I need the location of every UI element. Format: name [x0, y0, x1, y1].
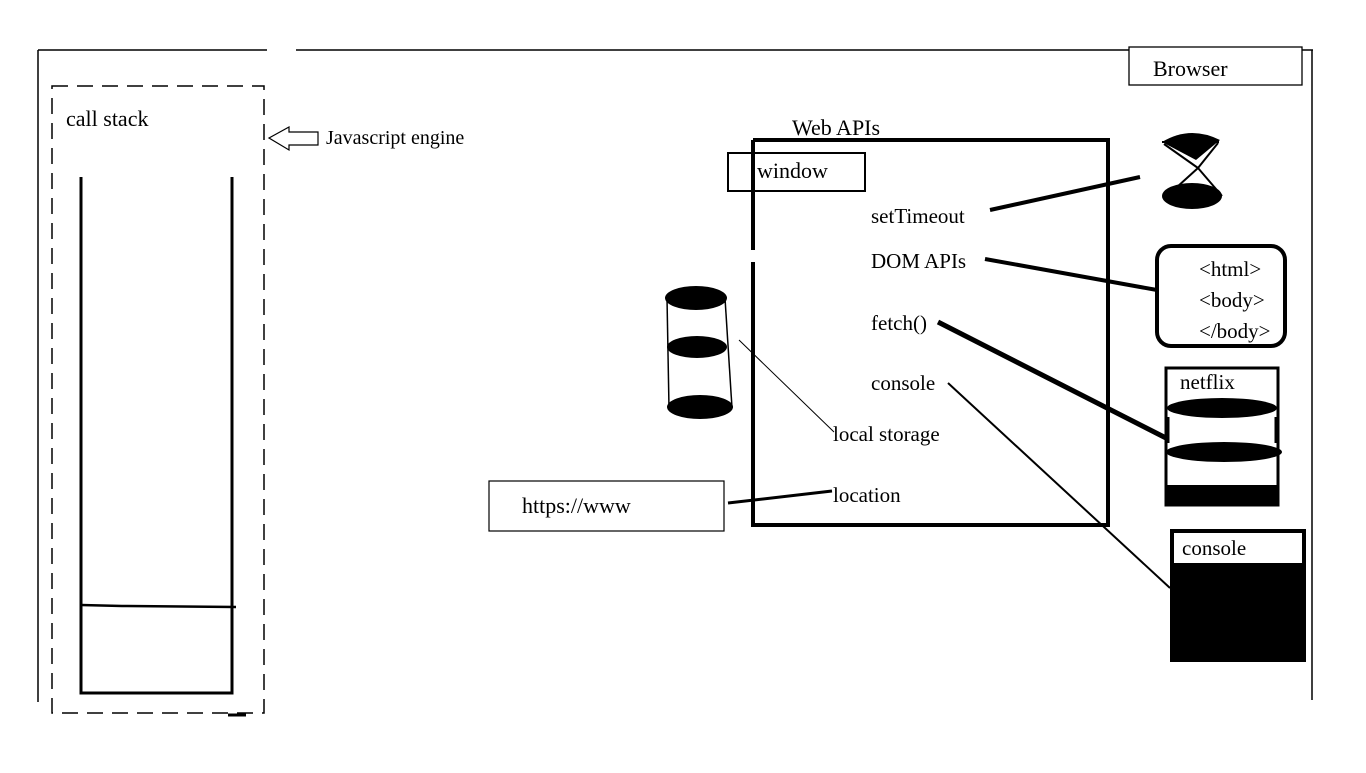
call-stack: [79, 177, 237, 695]
fetch-label: fetch(): [871, 311, 927, 335]
local-storage-connector: [738, 339, 835, 433]
database-icon: [665, 286, 733, 419]
set-timeout-connector: [989, 175, 1141, 212]
console-connector: [947, 382, 1171, 589]
location-connector: [727, 489, 833, 505]
html-line-1: <html>: [1199, 257, 1261, 281]
web-apis-box: [751, 138, 1110, 527]
console-panel: console: [1170, 529, 1306, 662]
browser-label-box: Browser: [1128, 46, 1303, 86]
call-stack-frame: [80, 603, 237, 609]
dom-apis-label: DOM APIs: [871, 249, 966, 273]
hourglass-icon: [1162, 132, 1223, 209]
url-box: https://www: [488, 480, 725, 532]
javascript-engine-box: [51, 85, 265, 717]
netflix-box: netflix: [1164, 366, 1282, 507]
window-label: window: [757, 158, 828, 183]
local-storage-label: local storage: [833, 422, 940, 446]
browser-frame: [37, 49, 1313, 702]
call-stack-label: call stack: [66, 106, 148, 131]
web-apis-title: Web APIs: [792, 115, 880, 140]
browser-label: Browser: [1153, 56, 1228, 81]
location-label: location: [833, 483, 901, 507]
dom-apis-connector: [984, 257, 1158, 292]
netflix-label: netflix: [1180, 370, 1235, 394]
html-line-3: </body>: [1199, 319, 1271, 343]
window-box: window: [727, 152, 866, 192]
console-label: console: [871, 371, 935, 395]
fetch-connector: [936, 319, 1168, 441]
html-line-2: <body>: [1199, 288, 1265, 312]
javascript-engine-label: Javascript engine: [326, 127, 464, 149]
left-arrow-icon: [267, 125, 319, 152]
url-text: https://www: [522, 493, 631, 518]
console-panel-label: console: [1182, 536, 1246, 560]
set-timeout-label: setTimeout: [871, 204, 965, 228]
html-document-box: <html> <body> </body>: [1155, 244, 1287, 348]
